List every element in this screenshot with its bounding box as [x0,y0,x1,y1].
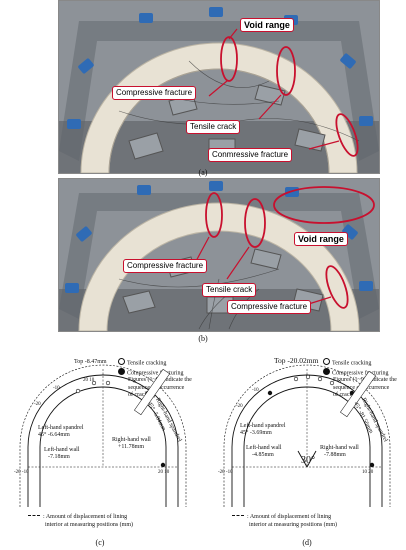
label-compressive-fracture-a: Compressive fracture [112,86,197,100]
right-wall-value-d: -7.88mm [324,452,346,458]
svg-text:-20: -20 [34,402,41,407]
svg-text:20 10: 20 10 [83,378,95,383]
legend-compressive: Compressive fracturing [127,370,184,377]
note-c-line2: interior at measuring positions (mm) [45,521,133,528]
svg-text:-20 -10: -20 -10 [218,470,233,475]
svg-text:-20 -10: -20 -10 [14,470,29,475]
left-spandrel-label-d: Left-hand spandrel [240,422,286,429]
open-circle-icon [118,358,125,365]
filled-circle-icon [118,367,125,375]
left-wall-label-c: Left-hand wall [44,446,80,453]
left-spandrel-value-c: 45° -6.64mm [38,431,70,438]
label-tensile-crack-a: Tensile crack [186,120,241,134]
label-void-range-a: Void range [240,18,294,32]
note-d: : Amount of displacement of lining inter… [232,514,337,529]
note-c: : Amount of displacement of lining inter… [28,514,133,529]
legend-tensile-d: Tensile cracking [332,360,372,367]
note-c-line1: Amount of displacement of lining [45,514,128,520]
left-spandrel-label-c: Left-hand spandrel [38,424,84,431]
left-wall-value-d: -4.85mm [252,452,274,458]
filled-circle-icon [323,367,330,375]
svg-text:10 20: 10 20 [362,470,374,475]
legend-figures3-d: of cracking. [333,391,362,398]
caption-d: (d) [302,538,312,547]
label-compressive-fracture-b: Compressive fracture [123,259,208,273]
legend-figures3: of cracking. [128,391,157,398]
caption-c: (c) [95,538,105,547]
legend-tensile: Tensile cracking [127,360,167,367]
right-wall-label-c: Right-hand wall [112,437,151,443]
left-wall-label-d: Left-hand wall [246,444,282,451]
diagram-c: -20 -10 20 10 -20 -10 20 10 Top -8.47mm Lef… [14,359,187,507]
note-d-line1: Amount of displacement of lining [249,514,332,520]
svg-text:20 10: 20 10 [158,470,170,475]
photo-b-image [59,179,379,331]
legend-compressive-d: Compressive fracturing [332,370,389,377]
right-wall-label-d: Right-hand wall [320,445,359,451]
caption-b: (b) [198,334,208,343]
caption-a: (a) [198,168,208,177]
svg-text:-10: -10 [53,386,60,391]
diagram-d: -20 -10 -20 -10 10 20 Top -20.02mm 30° Left… [218,356,391,507]
photo-b [58,178,380,332]
dashed-line-icon [28,515,40,516]
svg-text:-20: -20 [236,404,243,409]
right-wall-value-c: +11.78mm [118,444,144,450]
label-compressive-fracture-b2: Compressive fracture [227,300,312,314]
note-d-line2: interior at measuring positions (mm) [249,521,337,528]
svg-text:-10: -10 [252,388,259,393]
left-spandrel-value-d: 45° -3.69mm [240,429,272,436]
top-label-d: Top -20.02mm [274,356,319,365]
angle-label-d: 30° [301,455,315,466]
dashed-line-icon [232,515,244,516]
label-void-range-b: Void range [294,232,348,246]
left-wall-value-c: -7.18mm [48,454,70,460]
top-label-c: Top -8.47mm [74,359,107,365]
label-conmressive-fracture-a: Conmressive fracture [208,148,293,162]
label-tensile-crack-b: Tensile crack [202,283,257,297]
open-circle-icon [323,358,330,365]
